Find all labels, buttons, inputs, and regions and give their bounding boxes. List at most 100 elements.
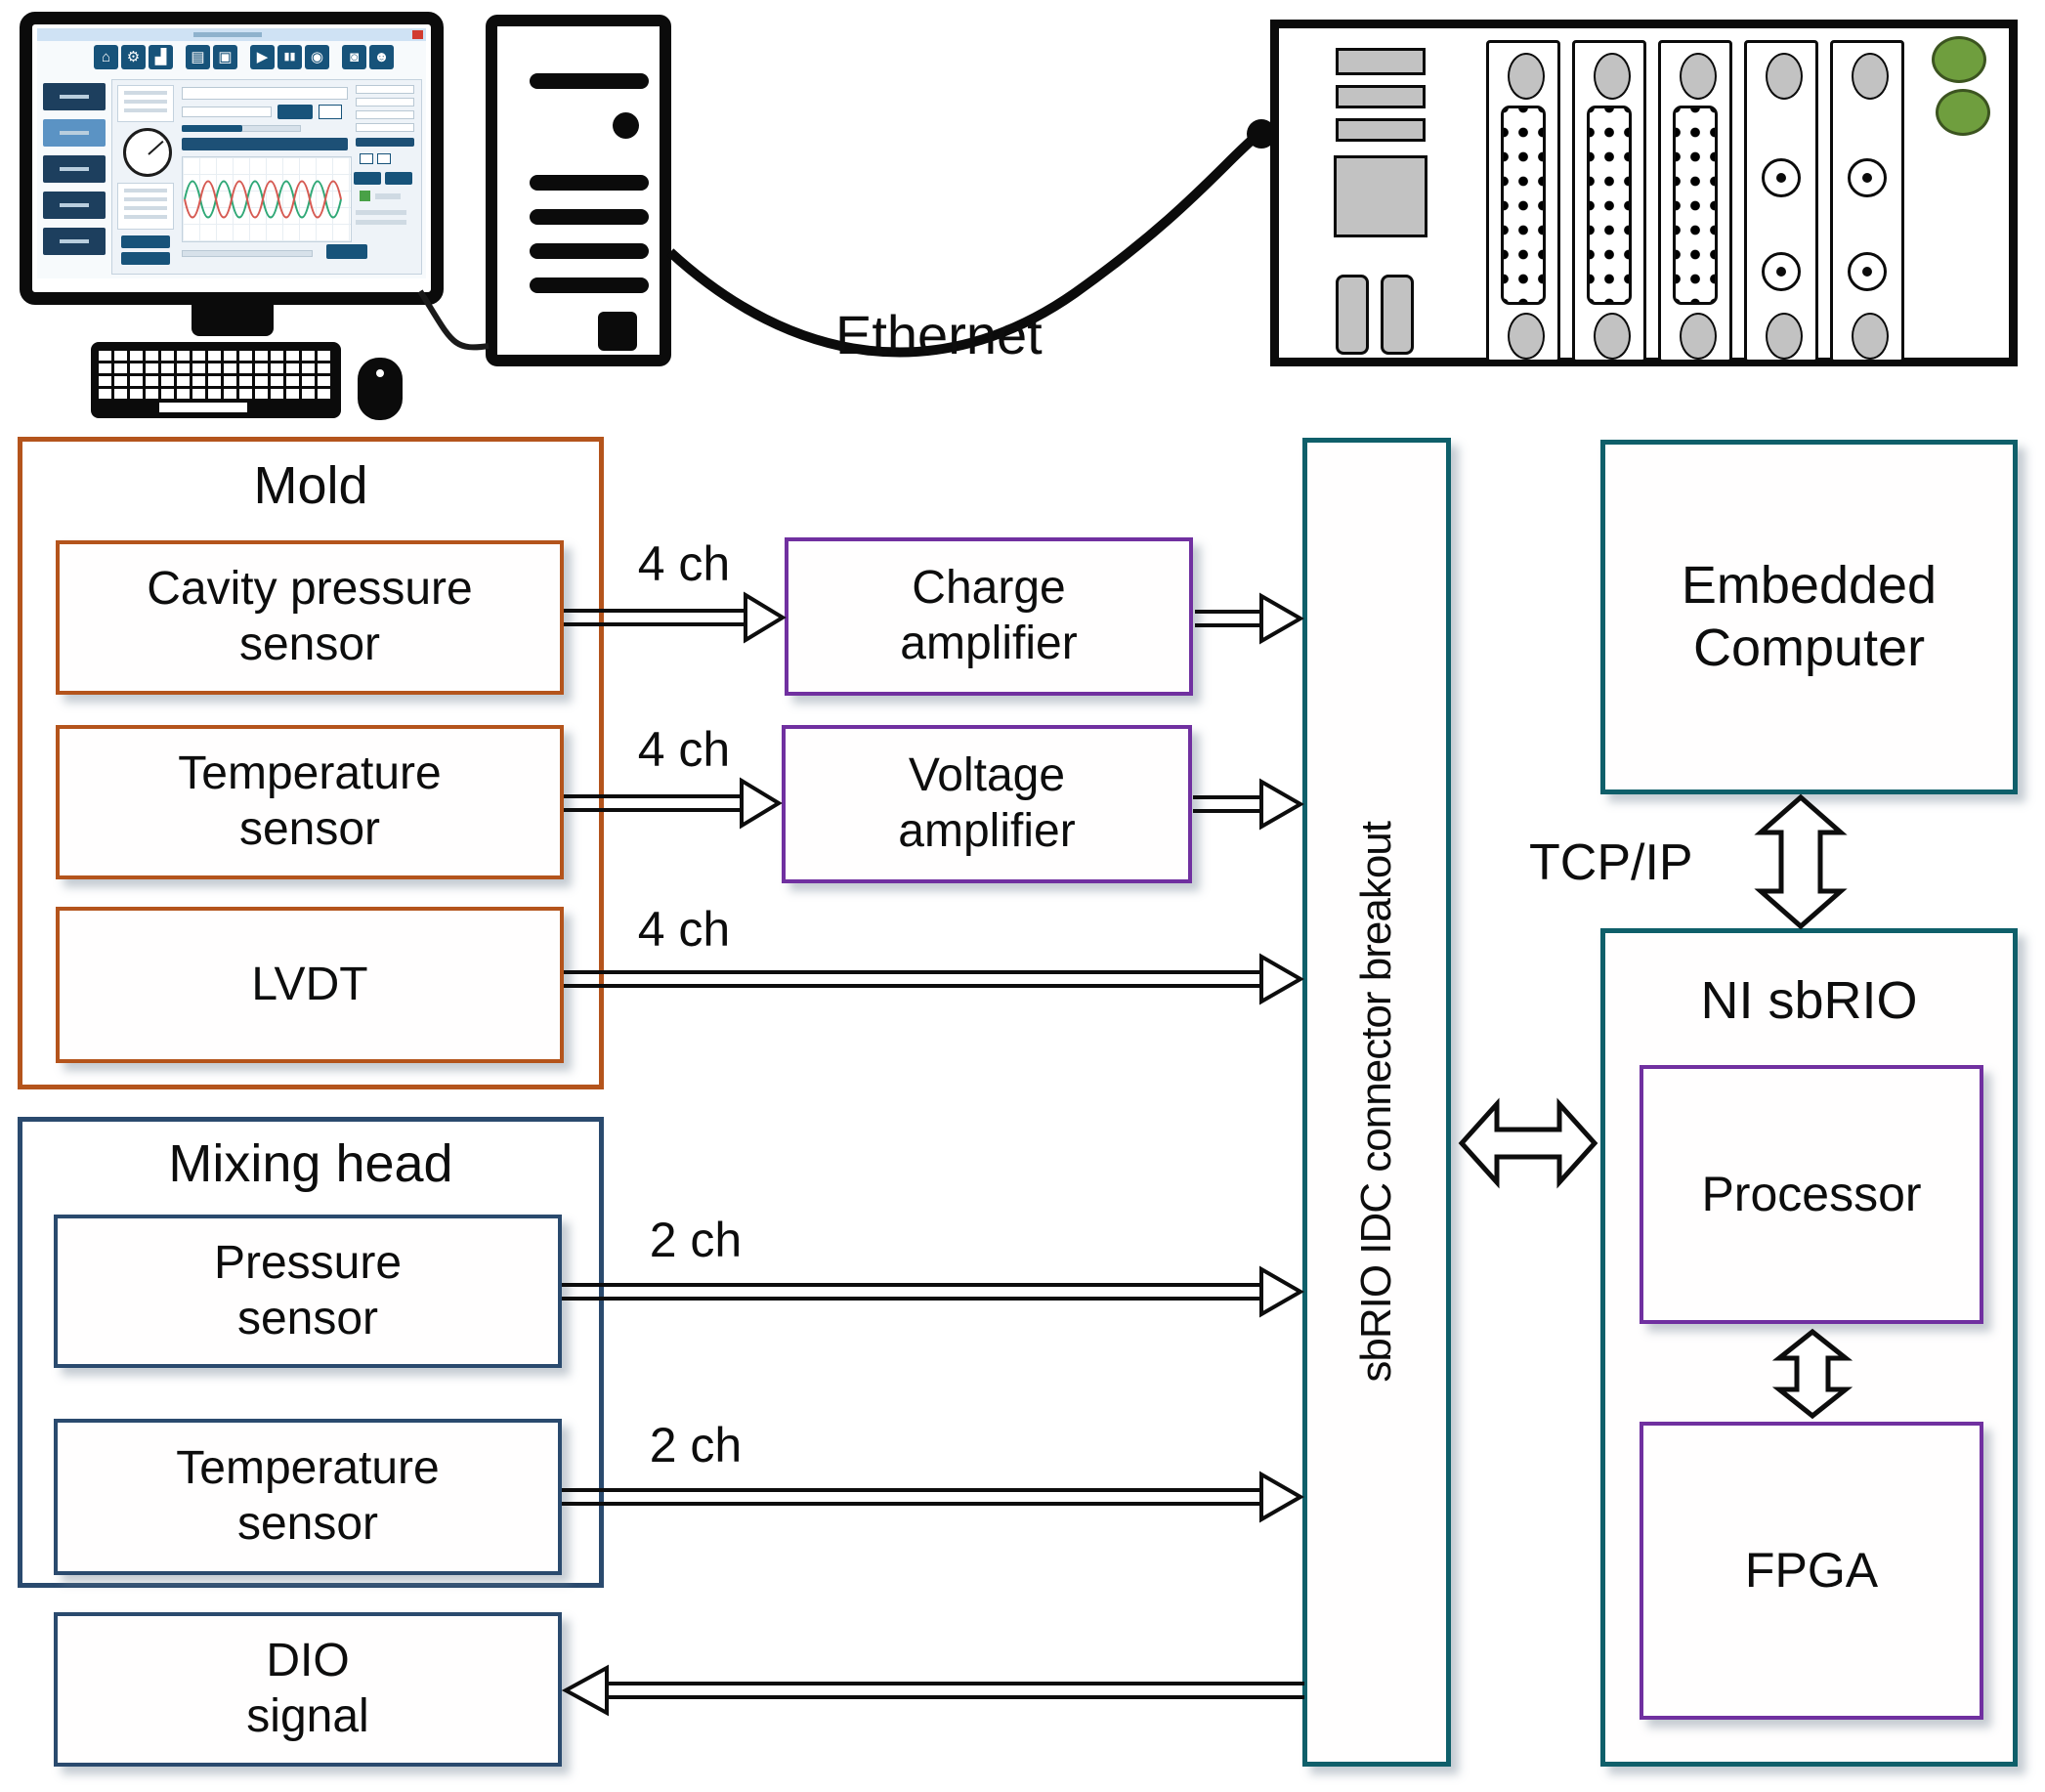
settings-icon: ⚙ [121,45,146,69]
settings-mini-panel [117,85,174,122]
arrow-moldtemp-to-voltageamp [564,777,783,830]
io-card [1572,40,1646,363]
mini-button [326,244,367,259]
tower-vent [530,243,649,259]
folder-icon: ▤ [186,45,210,69]
path-field [182,87,348,100]
tower-vent [530,175,649,191]
right-panel-field [356,85,414,94]
sbrio-board-illustration [1270,20,2018,366]
card-screw-bottom [1766,313,1803,360]
fpga-box: FPGA [1640,1422,1983,1720]
box-label-line: Processor [1701,1167,1922,1221]
mouse-illustration [358,358,403,420]
green-led [1932,36,1986,83]
mixing-temperature-sensor-box: Temperature sensor [54,1419,562,1575]
monitor-illustration: ⌂ ⚙ ▟ ▤ ▣ ▶ ▮▮ ◉ ◙ ☻ [20,12,444,305]
right-panel-row [356,220,406,225]
idc-connector [1501,106,1546,305]
sbrio-idc-breakout-box: sbRIO IDC connector breakout [1302,438,1451,1767]
tower-power-button [613,112,639,139]
mixing-pressure-sensor-box: Pressure sensor [54,1215,562,1368]
arrow-cavity-to-chargeamp [564,591,787,644]
small-indicator [360,153,373,164]
mini-button [121,252,170,265]
board-chip [1334,155,1427,237]
slider-fill [182,125,242,132]
monitor-stand [192,301,274,336]
right-panel-field [356,123,414,132]
box-label-line: sensor [236,1292,379,1344]
lvdt-box: LVDT [56,907,564,1063]
card-screw-bottom [1852,313,1889,360]
green-indicator [360,191,370,201]
box-label-line: Temperature [176,1442,440,1495]
board-connector-bar [1336,118,1426,142]
io-card [1830,40,1904,363]
sidebar-button-selected [43,119,106,147]
mini-button [121,235,170,248]
mixing-head-group-title: Mixing head [168,1134,453,1193]
ethernet-cable [666,133,1259,358]
box-label-line: DIO [266,1635,350,1687]
card-screw-top [1766,53,1803,100]
small-indicator [377,153,391,164]
camera-icon: ◙ [342,45,366,69]
dio-signal-box: DIO signal [54,1612,562,1767]
embedded-computer-box: Embedded Computer [1600,440,2018,794]
indicator-label-placeholder [375,193,401,199]
waveform-chart [182,156,352,242]
board-port [1381,275,1414,355]
channel-label-4ch: 4 ch [637,902,731,957]
ni-sbrio-title: NI sbRIO [1700,971,1918,1030]
values-mini-table [117,183,174,230]
arrow-mixpressure-to-breakout [562,1265,1305,1318]
box-label-line: FPGA [1744,1543,1879,1598]
tower-drive-bay [598,312,637,351]
box-label-line: LVDT [251,958,368,1010]
board-connector-bar [1336,85,1426,108]
card-screw-bottom [1594,313,1631,360]
box-label-line: sensor [236,1498,379,1550]
arrow-voltageamp-to-breakout [1193,778,1305,831]
box-label-line: amplifier [898,805,1076,857]
card-screw-top [1852,53,1889,100]
box-label-line: Pressure [213,1236,403,1289]
card-screw-top [1594,53,1631,100]
channel-label-4ch: 4 ch [637,722,731,777]
play-icon: ▶ [250,45,275,69]
card-screw-bottom [1508,313,1545,360]
pause-icon: ▮▮ [277,45,302,69]
app-title-placeholder [193,32,262,37]
green-led [1936,89,1990,136]
idc-connector [1673,106,1718,305]
arrow-chargeamp-to-breakout [1195,592,1305,645]
param-field [182,107,272,117]
ethernet-label: Ethernet [835,304,1043,365]
monitor-cable [417,289,490,351]
mold-temperature-sensor-box: Temperature sensor [56,725,564,879]
toggle-button [277,105,313,119]
box-label-line: Voltage [908,749,1066,802]
channel-label-2ch: 2 ch [649,1418,743,1472]
close-icon [412,30,423,39]
status-bar [182,138,348,150]
home-icon: ⌂ [94,45,118,69]
terminal-connector [1848,252,1887,291]
box-label-line: Temperature [178,747,442,800]
cables [417,119,1276,358]
box-label-line: sensor [238,619,381,670]
arrow-processor-fpga-bidirectional [1771,1328,1853,1420]
save-icon: ▣ [213,45,237,69]
chart-icon: ▟ [149,45,173,69]
keyboard-illustration [91,342,341,418]
arrow-tcpip-bidirectional [1754,793,1848,930]
arrow-breakout-to-dio [561,1664,1304,1717]
box-label-line: signal [246,1690,369,1742]
board-port [1336,275,1369,355]
box-label-line: Charge [912,562,1066,615]
cavity-pressure-sensor-box: Cavity pressure sensor [56,540,564,695]
channel-label-4ch: 4 ch [637,536,731,591]
mini-button [385,172,412,185]
gauge-widget [123,128,172,177]
